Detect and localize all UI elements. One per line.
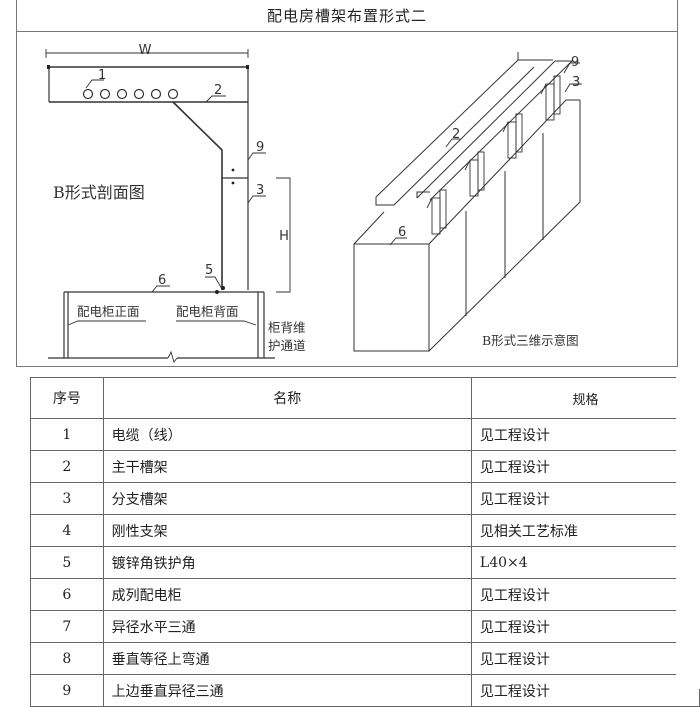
dim-w-label: W (139, 43, 152, 58)
table-row: 2 主干槽架 见工程设计 (30, 450, 700, 483)
table-row: 9 上边垂直异径三通 见工程设计 (30, 674, 700, 707)
iso-callout-2: 2 (452, 127, 460, 142)
table-row: 4 刚性支架 见相关工艺标准 (30, 514, 700, 547)
table-row: 7 异径水平三通 见工程设计 (30, 610, 700, 643)
row-name: 分支槽架 (102, 482, 472, 515)
row-spec: 见工程设计 (470, 642, 700, 675)
parts-table: 序号 名称 规格 1 电缆（线） 见工程设计 2 主干槽架 见工程设计 3 分支… (30, 377, 700, 707)
row-spec: 见工程设计 (470, 578, 700, 611)
row-no: 7 (30, 610, 104, 643)
row-name: 上边垂直异径三通 (102, 674, 472, 707)
iso-caption: B形式三维示意图 (482, 333, 579, 348)
diagram-title: 配电房槽架布置形式二 (16, 0, 678, 32)
section-view (45, 49, 291, 363)
row-spec: 见工程设计 (470, 610, 700, 643)
row-no: 3 (30, 482, 104, 515)
row-name: 刚性支架 (102, 514, 472, 547)
header-spec: 规格 (470, 377, 700, 419)
cabinet-back-label: 配电柜背面 (176, 304, 239, 319)
callout-1: 1 (98, 68, 106, 83)
header-name: 名称 (102, 377, 472, 419)
row-no: 2 (30, 450, 104, 483)
drawing-area: W H 1 2 9 3 5 6 B形式剖面图 配电柜正面 配电柜背面 柜背维 护… (45, 43, 582, 363)
dim-h-label: H (279, 229, 289, 244)
row-spec: 见工程设计 (470, 482, 700, 515)
row-name: 成列配电柜 (102, 578, 472, 611)
iso-view (353, 52, 582, 352)
row-name: 镀锌角铁护角 (102, 546, 472, 579)
row-spec: 见工程设计 (470, 450, 700, 483)
table-row: 5 镀锌角铁护角 L40×4 (30, 546, 700, 579)
iso-callout-9: 9 (571, 55, 579, 70)
title-text: 配电房槽架布置形式二 (266, 7, 427, 25)
row-name: 电缆（线） (102, 418, 472, 451)
row-no: 9 (30, 674, 104, 707)
iso-callout-6: 6 (398, 225, 406, 240)
row-name: 垂直等径上弯通 (102, 642, 472, 675)
table-row: 3 分支槽架 见工程设计 (30, 482, 700, 515)
diagram-frame (16, 0, 678, 367)
callout-5: 5 (205, 263, 213, 278)
table-row: 8 垂直等径上弯通 见工程设计 (30, 642, 700, 675)
maintenance-label-2: 护通道 (268, 338, 306, 353)
callout-9: 9 (256, 140, 264, 155)
row-spec: 见相关工艺标准 (470, 514, 700, 547)
header-no: 序号 (30, 377, 104, 419)
table-header-row: 序号 名称 规格 (30, 377, 700, 419)
callout-6: 6 (158, 273, 166, 288)
cabinet-front-label: 配电柜正面 (77, 304, 140, 319)
iso-callout-3: 3 (572, 75, 580, 90)
row-spec: 见工程设计 (470, 418, 700, 451)
table-row: 1 电缆（线） 见工程设计 (30, 418, 700, 451)
table-right-crop (676, 377, 700, 689)
section-caption: B形式剖面图 (53, 183, 145, 202)
row-no: 5 (30, 546, 104, 579)
row-name: 异径水平三通 (102, 610, 472, 643)
callout-2: 2 (214, 83, 222, 98)
row-no: 8 (30, 642, 104, 675)
row-spec: L40×4 (470, 546, 700, 579)
row-spec: 见工程设计 (470, 674, 700, 707)
row-no: 1 (30, 418, 104, 451)
row-name: 主干槽架 (102, 450, 472, 483)
maintenance-label-1: 柜背维 (268, 320, 306, 335)
row-no: 4 (30, 514, 104, 547)
row-no: 6 (30, 578, 104, 611)
table-row: 6 成列配电柜 见工程设计 (30, 578, 700, 611)
callout-3: 3 (256, 183, 264, 198)
